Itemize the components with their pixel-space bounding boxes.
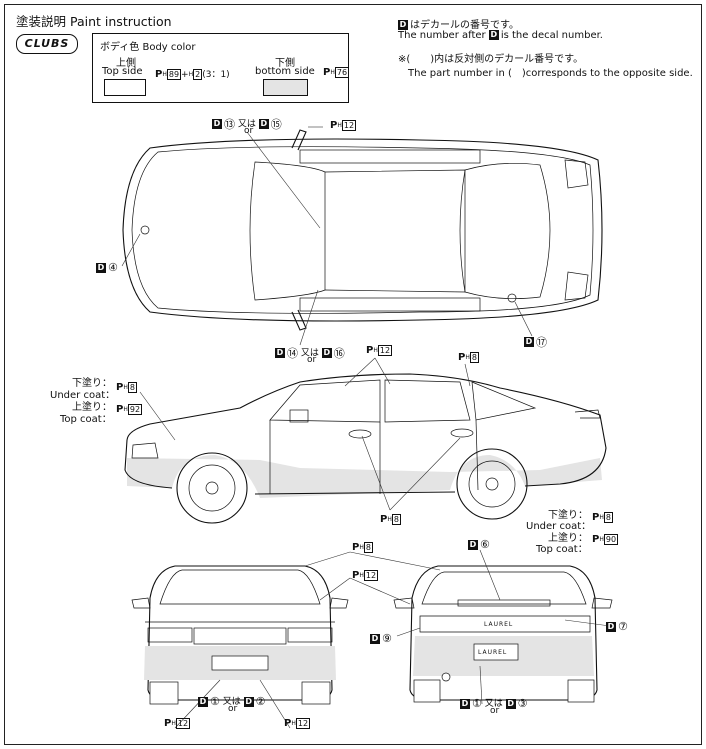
clubs-logo: CLUBS: [16, 34, 78, 54]
rear-under-jp: 下塗り：: [548, 510, 588, 521]
rear-view-car: [349, 549, 613, 705]
rear-trunk-emblem: LAUREL: [484, 621, 514, 628]
top-or-en-2: or: [307, 355, 317, 365]
bottom-side-label-en: bottom side: [255, 66, 315, 77]
front-or-en: or: [228, 704, 238, 714]
side-under-jp: 下塗り：: [72, 378, 112, 389]
top-view-car: [121, 126, 603, 346]
rear-top-jp: 上塗り：: [548, 533, 588, 544]
top-side-label-jp: 上側: [116, 58, 136, 69]
side-under-en: Under coat：: [50, 390, 116, 401]
opposite-note-en: The part number in ( )corresponds to the…: [408, 68, 693, 79]
rear-under-en: Under coat：: [526, 521, 592, 532]
top-side-label-en: Top side: [102, 66, 143, 77]
page-frame: [4, 4, 702, 745]
side-top-jp: 上塗り：: [72, 402, 112, 413]
rear-top-en: Top coat：: [536, 544, 588, 555]
page-title: 塗装説明 Paint instruction: [16, 14, 172, 29]
top-side-swatch: [104, 79, 146, 96]
opposite-note-jp: ※( )内は反対側のデカール番号です。: [398, 54, 584, 65]
rear-plate-text: LAUREL: [478, 649, 508, 656]
side-view-car: [124, 357, 607, 524]
bottom-side-swatch: [263, 79, 308, 96]
top-or-en-1: or: [244, 126, 254, 136]
body-color-heading: ボディ色 Body color: [100, 42, 196, 53]
front-view-car: [131, 551, 351, 729]
bottom-side-label-jp: 下側: [275, 58, 295, 69]
side-top-en: Top coat：: [60, 414, 112, 425]
rear-or-en: or: [490, 706, 500, 716]
